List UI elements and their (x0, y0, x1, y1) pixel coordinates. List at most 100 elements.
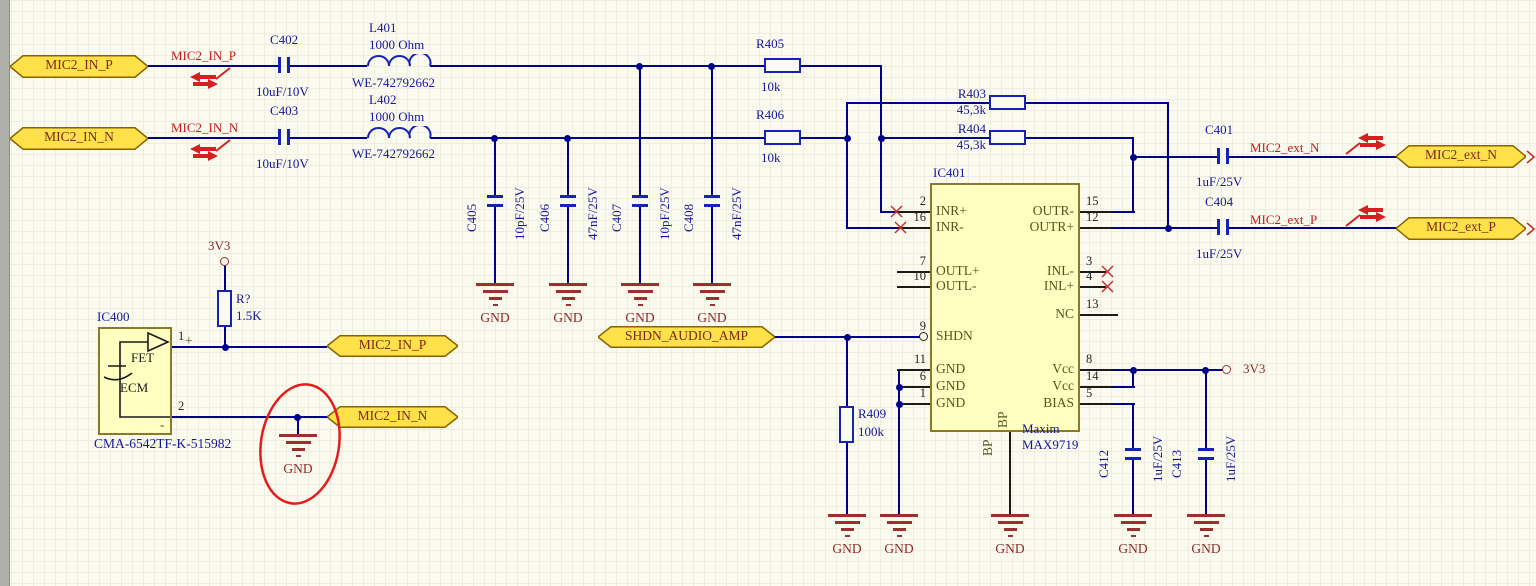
wire-segment[interactable] (297, 416, 299, 435)
capacitor-c402[interactable] (278, 57, 281, 73)
capacitor-c412[interactable] (1125, 448, 1141, 451)
wire-segment[interactable] (1112, 386, 1135, 388)
wire-segment[interactable] (1167, 102, 1169, 229)
wire-segment[interactable] (224, 265, 226, 291)
gnd-label: GND (697, 310, 727, 325)
inductor-l402[interactable] (366, 126, 432, 139)
wire-segment[interactable] (290, 137, 367, 139)
capacitor-c404[interactable] (1226, 219, 1229, 235)
wire-segment[interactable] (290, 65, 367, 67)
resistor-r409[interactable] (839, 406, 854, 443)
wire-segment[interactable] (1112, 211, 1135, 213)
wire-segment[interactable] (1132, 137, 1134, 213)
wire-segment[interactable] (1112, 227, 1217, 229)
capacitor-c402[interactable] (287, 57, 290, 73)
wire-segment[interactable] (1112, 403, 1135, 405)
wire-segment[interactable] (898, 369, 900, 515)
wire-segment[interactable] (1133, 156, 1217, 158)
wire-segment[interactable] (880, 137, 990, 139)
wire-segment[interactable] (1132, 369, 1134, 388)
gnd-symbol[interactable]: GND (621, 283, 659, 326)
wire-segment[interactable] (224, 326, 226, 347)
pin-stub (1080, 286, 1106, 288)
wire-segment[interactable] (148, 65, 278, 67)
ic401-body[interactable] (930, 183, 1080, 432)
capacitor-c408[interactable] (704, 195, 720, 198)
wire-segment[interactable] (800, 137, 848, 139)
wire-segment[interactable] (1229, 227, 1397, 229)
wire-segment[interactable] (430, 65, 765, 67)
wire-segment[interactable] (639, 65, 641, 196)
wire-segment[interactable] (1132, 459, 1134, 515)
capacitor-c407[interactable] (632, 195, 648, 198)
gnd-symbol[interactable]: GND (1187, 514, 1225, 557)
wire-segment[interactable] (846, 227, 900, 229)
gnd-symbol[interactable]: GND (279, 434, 317, 477)
port-mic2-ext-n[interactable]: MIC2_ext_N (1394, 145, 1528, 168)
capacitor-c403[interactable] (287, 129, 290, 145)
port-mic2-in-n-left[interactable]: MIC2_IN_N (8, 127, 150, 150)
wire-segment[interactable] (846, 442, 848, 515)
capacitor-c406[interactable] (560, 195, 576, 198)
capacitor-c412[interactable] (1125, 457, 1141, 460)
ic400-fet-label: FET (131, 350, 155, 365)
wire-segment[interactable] (148, 137, 278, 139)
capacitor-c404[interactable] (1217, 219, 1220, 235)
wire-segment[interactable] (639, 207, 641, 284)
wire-segment[interactable] (846, 336, 848, 408)
wire-segment[interactable] (172, 416, 327, 418)
resistor-r-unknown[interactable] (217, 290, 232, 327)
capacitor-c405[interactable] (487, 204, 503, 207)
wire-segment[interactable] (711, 65, 713, 196)
wire-segment[interactable] (846, 102, 990, 104)
resistor-r405[interactable] (764, 58, 801, 73)
port-shdn-audio-amp[interactable]: SHDN_AUDIO_AMP (596, 326, 777, 348)
resistor-r406[interactable] (764, 130, 801, 145)
capacitor-c406[interactable] (560, 204, 576, 207)
junction (844, 334, 851, 341)
resistor-r404[interactable] (989, 130, 1026, 145)
wire-segment[interactable] (800, 65, 882, 67)
wire-segment[interactable] (1205, 459, 1207, 515)
wire-segment[interactable] (567, 207, 569, 284)
wire-segment[interactable] (430, 137, 765, 139)
capacitor-c403[interactable] (278, 129, 281, 145)
capacitor-c413[interactable] (1198, 457, 1214, 460)
port-mic2-ext-p[interactable]: MIC2_ext_P (1394, 217, 1528, 240)
wire-segment[interactable] (567, 137, 569, 196)
wire-segment[interactable] (1025, 137, 1134, 139)
wire-segment[interactable] (711, 207, 713, 284)
wire-segment[interactable] (846, 102, 848, 229)
wire-segment[interactable] (1229, 156, 1397, 158)
resistor-r403[interactable] (989, 95, 1026, 110)
wire-segment[interactable] (494, 137, 496, 196)
port-mic2-in-p-left[interactable]: MIC2_IN_P (8, 55, 150, 78)
gnd-symbol[interactable]: GND (828, 514, 866, 557)
port-mic2-in-n-right[interactable]: MIC2_IN_N (325, 406, 460, 428)
power-3v3-node[interactable] (220, 257, 229, 266)
wire-segment[interactable] (172, 346, 327, 348)
wire-segment[interactable] (1009, 431, 1011, 515)
capacitor-c408[interactable] (704, 204, 720, 207)
gnd-symbol[interactable]: GND (880, 514, 918, 557)
gnd-symbol[interactable]: GND (991, 514, 1029, 557)
wire-segment[interactable] (1205, 369, 1207, 449)
capacitor-c407[interactable] (632, 204, 648, 207)
ic400-part: CMA-6542TF-K-515982 (94, 436, 232, 451)
wire-segment[interactable] (1112, 369, 1227, 371)
inductor-l401[interactable] (366, 54, 432, 67)
gnd-symbol[interactable]: GND (476, 283, 514, 326)
power-3v3-node[interactable] (1222, 365, 1231, 374)
gnd-symbol[interactable]: GND (693, 283, 731, 326)
capacitor-c413[interactable] (1198, 448, 1214, 451)
gnd-symbol[interactable]: GND (1114, 514, 1152, 557)
wire-segment[interactable] (882, 211, 900, 213)
port-mic2-in-p-right[interactable]: MIC2_IN_P (325, 335, 460, 357)
wire-segment[interactable] (1132, 403, 1134, 449)
capacitor-c401[interactable] (1217, 148, 1220, 164)
capacitor-c405[interactable] (487, 195, 503, 198)
wire-segment[interactable] (1025, 102, 1169, 104)
wire-segment[interactable] (494, 207, 496, 284)
gnd-symbol[interactable]: GND (549, 283, 587, 326)
capacitor-c401[interactable] (1226, 148, 1229, 164)
